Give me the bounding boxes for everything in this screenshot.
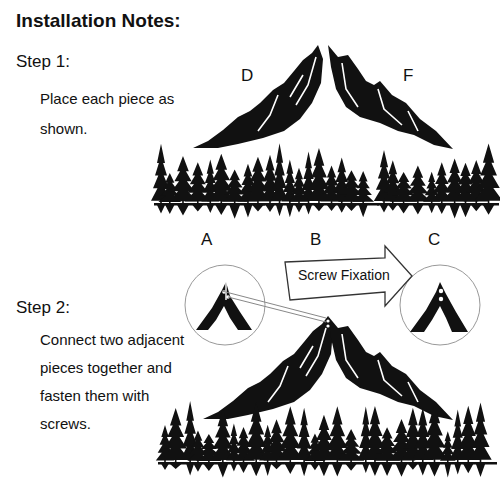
part-letter: A <box>201 230 212 250</box>
instruction-note: Place each piece as shown. <box>40 84 175 144</box>
part-letter: B <box>310 230 321 250</box>
step-heading: Step 2: <box>16 298 70 318</box>
instruction-note: Connect two adjacent pieces together and… <box>40 326 198 438</box>
tree-row-joined <box>156 401 497 478</box>
zoom-circle-left <box>185 265 265 345</box>
arrow-label: Screw Fixation <box>298 267 390 283</box>
part-letter: F <box>403 66 413 86</box>
zoom-circle-right <box>400 265 480 345</box>
part-letter: C <box>428 230 440 250</box>
part-letter: D <box>241 66 253 86</box>
title: Installation Notes: <box>16 10 181 32</box>
mountain-piece-f <box>328 45 453 149</box>
mountain-piece-d <box>193 45 323 148</box>
tree-row-pieces <box>151 143 500 219</box>
fixation-arrow <box>285 246 412 306</box>
step-heading: Step 1: <box>16 52 70 72</box>
